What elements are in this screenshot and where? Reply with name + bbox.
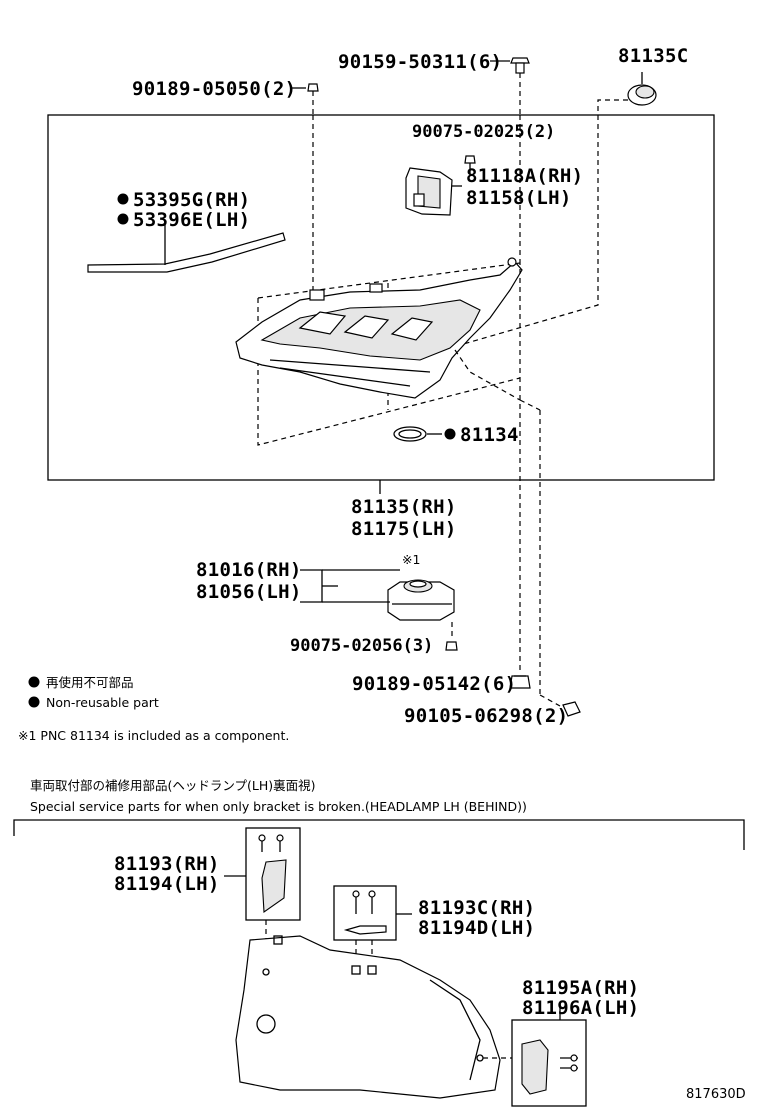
bullet-icon: [28, 696, 40, 708]
bullet-icon: [444, 428, 456, 440]
headlamp-assembly: [235, 257, 523, 446]
label-90189-05050: 90189-05050(2): [132, 78, 296, 100]
box-81193: [245, 827, 301, 921]
label-81135-rh: 81135(RH): [351, 496, 457, 518]
label-81056: 81056(LH): [196, 581, 302, 603]
cap-81135c: [597, 72, 657, 115]
trim-strip-53395g: [87, 232, 286, 273]
diagram-id: 817630D: [686, 1087, 746, 1102]
label-81134: 81134: [460, 424, 519, 446]
label-53395g: 53395G(RH): [133, 189, 250, 211]
label-81196a: 81196A(LH): [522, 997, 639, 1019]
box-81195a: [511, 1019, 587, 1107]
screw-90105-06298: [562, 701, 581, 717]
label-81135c: 81135C: [618, 45, 688, 67]
bracket-81195a: [521, 1039, 578, 1095]
label-90075-02025: 90075-02025(2): [412, 122, 555, 142]
screw-90159: [510, 57, 530, 115]
headlamp-rear-view: [235, 935, 501, 1099]
screw-90075-02056: [445, 622, 458, 651]
label-81016: 81016(RH): [196, 559, 302, 581]
label-81118a: 81118A(RH): [466, 165, 583, 187]
label-90189-05142: 90189-05142(6): [352, 673, 516, 695]
label-53396e: 53396E(LH): [133, 209, 250, 231]
section-title-en: Special service parts for when only brac…: [30, 799, 527, 814]
label-81193: 81193(RH): [114, 853, 220, 875]
gasket-81134: [393, 426, 427, 442]
bracket-81118a: [405, 167, 453, 216]
section-frame: [13, 819, 745, 850]
bullet-icon: [28, 676, 40, 688]
note-mark: ※1: [402, 552, 420, 567]
bullet-icon: [117, 193, 129, 205]
label-90159: 90159-50311(6): [338, 51, 502, 73]
label-81195a: 81195A(RH): [522, 977, 639, 999]
label-90075-02056: 90075-02056(3): [290, 636, 433, 656]
nut-90189-05142: [509, 675, 531, 689]
legend-en: Non-reusable part: [46, 695, 159, 710]
label-81194: 81194(LH): [114, 873, 220, 895]
label-81193c: 81193C(RH): [418, 897, 535, 919]
bracket-81016: [300, 569, 323, 603]
ballast-81016: [387, 579, 455, 621]
screw-90189-05050: [307, 83, 319, 115]
section-title-jp: 車両取付部の補修用部品(ヘッドランプ(LH)裏面視): [30, 778, 316, 793]
label-81194d: 81194D(LH): [418, 917, 535, 939]
footnote: ※1 PNC 81134 is included as a component.: [18, 728, 289, 743]
bracket-81193: [258, 834, 287, 914]
assembly-frame: [47, 114, 715, 481]
label-90105-06298: 90105-06298(2): [404, 705, 568, 727]
label-81175-lh: 81175(LH): [351, 518, 457, 540]
box-81193c: [333, 885, 397, 941]
bracket-81193c: [343, 890, 387, 935]
label-81158: 81158(LH): [466, 187, 572, 209]
screw-90075-02025: [464, 155, 476, 176]
legend-jp: 再使用不可部品: [46, 675, 134, 690]
bullet-icon: [117, 213, 129, 225]
